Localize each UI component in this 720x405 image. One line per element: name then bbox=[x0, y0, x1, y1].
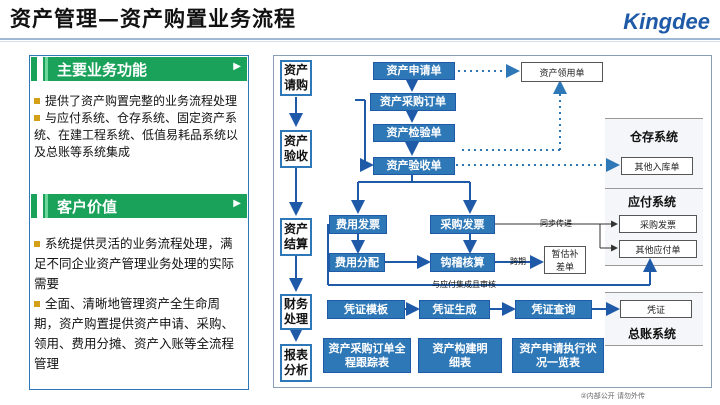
bullet-text: 全面、清晰地管理资产全生命周期，资产购置提供资产申请、采购、领用、费用分摊、资产… bbox=[34, 296, 235, 371]
system-payable-label: 应付系统 bbox=[628, 195, 677, 209]
phase-asset-request: 资产请购 bbox=[280, 60, 312, 96]
bullet-text: 提供了资产购置完整的业务流程处理 bbox=[45, 94, 238, 108]
bullet-item: 提供了资产购置完整的业务流程处理 bbox=[34, 93, 244, 110]
label-integrated-audit: 与应付集成且审核 bbox=[432, 280, 496, 289]
bullet-icon bbox=[34, 98, 40, 104]
header-accent-bar bbox=[37, 57, 43, 81]
system-general-ledger-label: 总账系统 bbox=[628, 327, 677, 341]
phase-asset-acceptance: 资产验收 bbox=[280, 130, 312, 168]
label-cross-period: 跨期 bbox=[510, 257, 526, 266]
header-accent-bar-light bbox=[45, 194, 48, 218]
section-main-functions-body: 提供了资产购置完整的业务流程处理 与应付系统、仓存系统、固定资产系统、在建工程系… bbox=[34, 93, 244, 161]
section-heading: 主要业务功能 bbox=[57, 61, 148, 79]
section-main-functions-header: 主要业务功能 ▶ bbox=[31, 57, 247, 81]
warehouse-system-area bbox=[605, 118, 703, 190]
flow-asset-acceptance: 资产验收单 bbox=[373, 157, 455, 175]
phase-report-analysis: 报表分析 bbox=[280, 344, 312, 382]
bullet-icon bbox=[34, 241, 40, 247]
flow-voucher-template: 凭证模板 bbox=[327, 300, 405, 319]
bullet-icon bbox=[34, 301, 40, 307]
page-title: 资产管理—资产购置业务流程 bbox=[10, 6, 296, 31]
doc-other-payable: 其他应付单 bbox=[619, 240, 697, 258]
doc-asset-requisition: 资产领用单 bbox=[521, 62, 603, 82]
phase-asset-settlement: 资产结算 bbox=[280, 218, 312, 256]
section-heading: 客户价值 bbox=[57, 198, 118, 216]
footer-confidential: ②内部公开 请勿外传 bbox=[580, 392, 645, 400]
system-warehouse-label: 仓存系统 bbox=[630, 130, 679, 144]
flow-asset-purchase-order: 资产采购订单 bbox=[370, 93, 456, 111]
doc-voucher: 凭证 bbox=[620, 300, 692, 318]
header-accent-bar bbox=[37, 194, 43, 218]
bullet-text: 与应付系统、仓存系统、固定资产系统、在建工程系统、低值易耗品系统以及总账等系统集… bbox=[34, 111, 239, 159]
section-customer-value-header: 客户价值 ▶ bbox=[31, 194, 247, 218]
triangle-right-icon: ▶ bbox=[233, 198, 241, 209]
report-asset-build-detail: 资产构建明细表 bbox=[418, 338, 502, 373]
report-application-status: 资产申请执行状况一览表 bbox=[512, 338, 604, 373]
flow-asset-apply: 资产申请单 bbox=[373, 62, 455, 80]
doc-other-inbound: 其他入库单 bbox=[621, 157, 693, 175]
bullet-item: 全面、清晰地管理资产全生命周期，资产购置提供资产申请、采购、领用、费用分摊、资产… bbox=[34, 294, 244, 374]
bullet-item: 系统提供灵活的业务流程处理，满足不同企业资产管理业务处理的实际需要 bbox=[34, 234, 244, 294]
bullet-text: 系统提供灵活的业务流程处理，满足不同企业资产管理业务处理的实际需要 bbox=[34, 236, 235, 291]
flow-hook-settle: 钩稽核算 bbox=[430, 253, 495, 272]
bullet-item: 与应付系统、仓存系统、固定资产系统、在建工程系统、低值易耗品系统以及总账等系统集… bbox=[34, 110, 244, 161]
header-divider-thin bbox=[0, 41, 720, 42]
header-accent-bar-light bbox=[45, 57, 48, 81]
phase-finance-processing: 财务处理 bbox=[280, 294, 312, 330]
section-customer-value-body: 系统提供灵活的业务流程处理，满足不同企业资产管理业务处理的实际需要 全面、清晰地… bbox=[34, 234, 244, 374]
bullet-icon bbox=[34, 115, 40, 121]
kingdee-logo: Kingdee bbox=[623, 9, 710, 34]
flow-voucher-generate: 凭证生成 bbox=[419, 300, 490, 319]
flow-expense-invoice: 费用发票 bbox=[329, 215, 387, 234]
flow-purchase-invoice: 采购发票 bbox=[430, 215, 495, 234]
left-panel: 主要业务功能 ▶ 提供了资产购置完整的业务流程处理 与应付系统、仓存系统、固定资… bbox=[29, 55, 249, 390]
report-purchase-order-tracking: 资产采购订单全程跟踪表 bbox=[323, 338, 411, 373]
doc-estimate-supplement: 暂估补差单 bbox=[544, 246, 586, 274]
triangle-right-icon: ▶ bbox=[233, 61, 241, 72]
header-divider bbox=[0, 38, 720, 40]
label-sync: 同步传递 bbox=[540, 219, 572, 228]
flow-expense-allocation: 费用分配 bbox=[329, 253, 385, 272]
flow-asset-inspection: 资产检验单 bbox=[373, 124, 455, 142]
flow-voucher-query: 凭证查询 bbox=[515, 300, 592, 319]
doc-purchase-invoice: 采购发票 bbox=[619, 215, 697, 233]
